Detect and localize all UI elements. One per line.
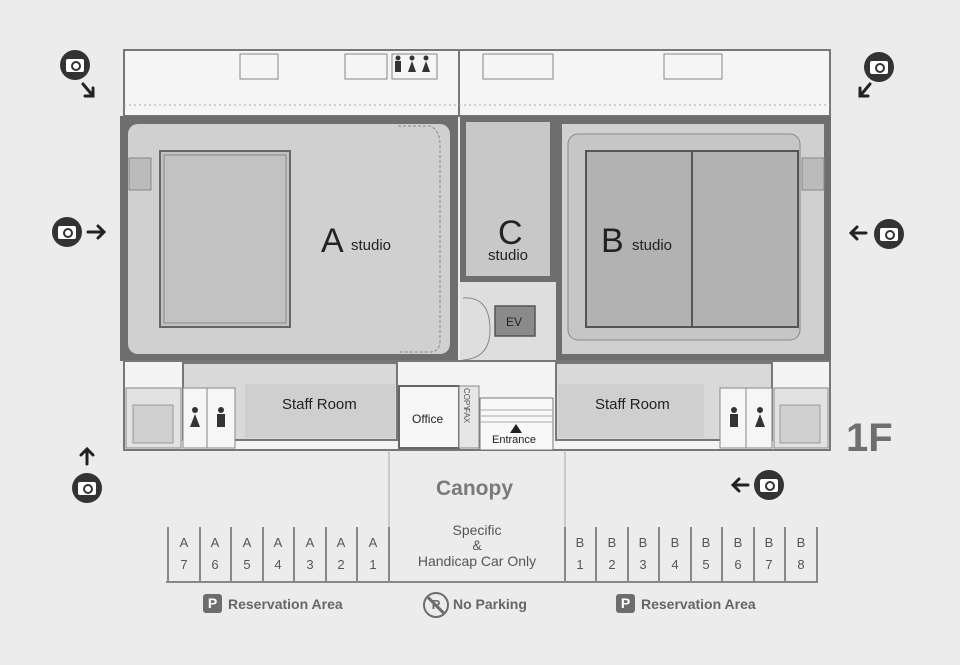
reservation-right-label: Reservation Area bbox=[641, 596, 756, 612]
restroom-icons bbox=[190, 55, 765, 427]
specific-line1: Specific bbox=[452, 522, 502, 538]
canopy-label: Canopy bbox=[436, 477, 514, 500]
top-corridor bbox=[123, 49, 831, 117]
studio-b-stage-left bbox=[585, 150, 693, 328]
elevator-label: EV bbox=[506, 315, 523, 329]
floor-label: 1F bbox=[846, 416, 893, 460]
elevator bbox=[494, 305, 536, 337]
office-label: Office bbox=[412, 412, 444, 426]
studio-a-letter: A bbox=[321, 222, 344, 260]
camera-icon bbox=[60, 50, 90, 80]
studio-b-label: studio bbox=[632, 237, 673, 254]
fax-label: FAX bbox=[462, 408, 471, 424]
specific-line3: Handicap Car Only bbox=[417, 552, 537, 569]
entrance-floor bbox=[479, 397, 554, 451]
staff-room-left-label: Staff Room bbox=[282, 396, 357, 413]
reservation-left-label: Reservation Area bbox=[228, 596, 343, 612]
studio-c-floor bbox=[466, 122, 550, 276]
camera-icon bbox=[72, 473, 102, 503]
camera-icon bbox=[864, 52, 894, 82]
studio-b-letter: B bbox=[601, 222, 624, 260]
entrance-label: Entrance bbox=[492, 434, 537, 446]
entrance-arrow bbox=[510, 424, 522, 433]
camera-icon bbox=[754, 470, 784, 500]
camera-arrows bbox=[79, 82, 872, 493]
specific-parking-label: Specific & Handicap Car Only bbox=[410, 522, 544, 569]
studio-a-stage bbox=[159, 150, 291, 328]
studio-c-letter: C bbox=[498, 214, 523, 252]
no-parking-icon: P bbox=[423, 592, 449, 618]
office-floor bbox=[398, 385, 460, 449]
specific-line2: & bbox=[472, 537, 482, 554]
no-parking-label: No Parking bbox=[453, 596, 527, 612]
camera-icon bbox=[874, 219, 904, 249]
copy-label: COPY bbox=[462, 388, 471, 411]
parking-lines bbox=[166, 527, 818, 583]
studio-a-label: studio bbox=[351, 237, 392, 254]
reservation-p-icon: P bbox=[203, 594, 222, 613]
studio-b-stage-right bbox=[691, 150, 799, 328]
reservation-p-icon: P bbox=[616, 594, 635, 613]
camera-icon bbox=[52, 217, 82, 247]
copy-fax-wall bbox=[458, 385, 480, 449]
studio-c-label: studio bbox=[488, 247, 529, 264]
staff-room-right-label: Staff Room bbox=[595, 396, 670, 413]
